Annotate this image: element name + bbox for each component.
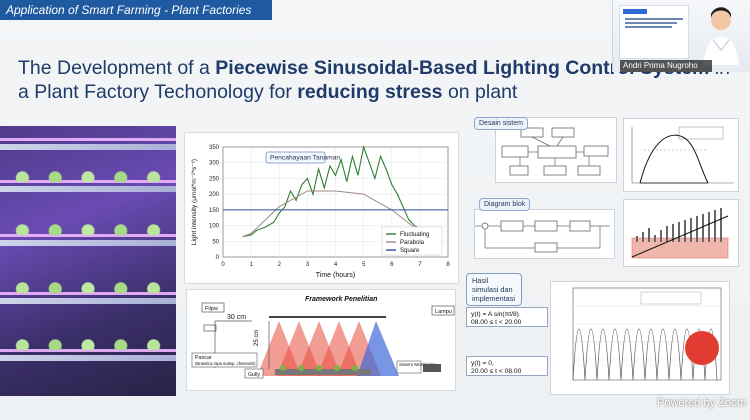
x-axis-label: Time (hours) (316, 272, 355, 279)
plant-factory-photo (0, 126, 176, 396)
pancar-sub-label: (Brassica rapa subsp. chinensis) (195, 361, 256, 366)
x-tick-label: 3 (306, 262, 310, 268)
simulation-label-text: Hasil simulasi dan implementasi (472, 276, 515, 303)
red-logo (685, 331, 719, 365)
lampu-label: Lampu (435, 309, 452, 315)
formula-2-line-2: 20.00 ≤ t < 08.00 (471, 368, 522, 375)
mini-slide-thumbnail (619, 5, 689, 59)
x-tick-label: 1 (249, 262, 253, 268)
title-prefix: The Development of a (18, 57, 216, 79)
x-tick-label: 6 (390, 262, 394, 268)
formula-1-line-2: 08.00 ≤ t < 20.00 (471, 319, 522, 326)
bar-mini-chart (623, 199, 739, 267)
chart-title-box (265, 151, 326, 164)
y-tick-label: 200 (209, 192, 220, 198)
diagram-blok-label: Diagram blok (479, 198, 531, 211)
system-design-diagram: Desain sistem (474, 117, 617, 183)
x-tick-label: 0 (221, 262, 225, 268)
chart-title: Pencahayaan Tanaman (270, 155, 340, 162)
legend-label: Square (400, 248, 420, 254)
slide-title: The Development of a Piecewise Sinusoida… (18, 56, 738, 104)
simulation-label: Hasil simulasi dan implementasi (466, 273, 522, 306)
x-tick-label: 5 (362, 262, 366, 268)
framework-card: Framework Penelitian Filpw 30 cm Lampu 2… (186, 289, 456, 391)
title-suffix: on plant (442, 81, 518, 103)
y-tick-label: 350 (209, 145, 220, 151)
series-line-parabola (242, 190, 429, 239)
formula-box-2: y(t) = 0, 20.00 ≤ t < 08.00 (466, 356, 548, 376)
formula-1-line-1: y(t) = A sin(πt/8) (471, 311, 519, 318)
presenter-figure (703, 7, 739, 65)
block-diagram: Diagram blok (474, 198, 615, 259)
x-tick-label: 2 (278, 262, 282, 268)
gully-label: Gully (248, 372, 260, 378)
filpw-label: Filpw (205, 306, 218, 312)
top-banner: Application of Smart Farming - Plant Fac… (0, 0, 272, 20)
desain-sistem-label: Desain sistem (474, 117, 528, 130)
thirty-cm-label: 30 cm (227, 314, 246, 321)
framework-diagram: Framework Penelitian Filpw 30 cm Lampu 2… (191, 296, 455, 379)
powered-by-zoom: Powered by Zoom (657, 397, 747, 409)
presenter-name-tag: Andri Prima Nugroho (620, 60, 712, 72)
pancar-label: Pancar (195, 355, 212, 361)
series-line-fluctuating (242, 144, 432, 238)
title-bold-1: Piecewise Sinusoidal-Based Lighting Cont… (215, 57, 710, 79)
legend-label: Parabola (400, 240, 425, 246)
framework-title: Framework Penelitian (305, 296, 377, 303)
twenty-five-cm-label: 25 cm (254, 330, 260, 346)
y-tick-label: 0 (216, 255, 220, 261)
sistem-monitoring-label: Sistem Monitoring (399, 362, 436, 367)
y-tick-label: 150 (209, 208, 220, 214)
formula-box-1: y(t) = A sin(πt/8) 08.00 ≤ t < 20.00 (466, 307, 548, 327)
y-tick-label: 300 (209, 161, 220, 167)
x-tick-label: 7 (418, 262, 422, 268)
lighting-chart-card: 0 50 100 150 200 250 300 350 0 1 2 3 4 5 6 7 8 Pencahayaa… (184, 132, 459, 284)
x-tick-label: 4 (334, 262, 338, 268)
lighting-chart: 0 50 100 150 200 250 300 350 0 1 2 3 4 5 6 7 8 Pencahayaa… (191, 144, 450, 279)
x-tick-label: 8 (446, 262, 450, 268)
y-tick-label: 100 (209, 224, 220, 230)
legend-label: Fluctuating (400, 232, 429, 238)
sinusoid-mini-chart (623, 118, 739, 192)
y-axis-label: Light intensity (μmol*m⁻²*s⁻¹) (191, 159, 198, 245)
y-tick-label: 50 (212, 239, 219, 245)
formula-2-line-1: y(t) = 0, (471, 360, 494, 367)
y-tick-label: 250 (209, 176, 220, 182)
title-bold-2: reducing stress (297, 81, 443, 103)
